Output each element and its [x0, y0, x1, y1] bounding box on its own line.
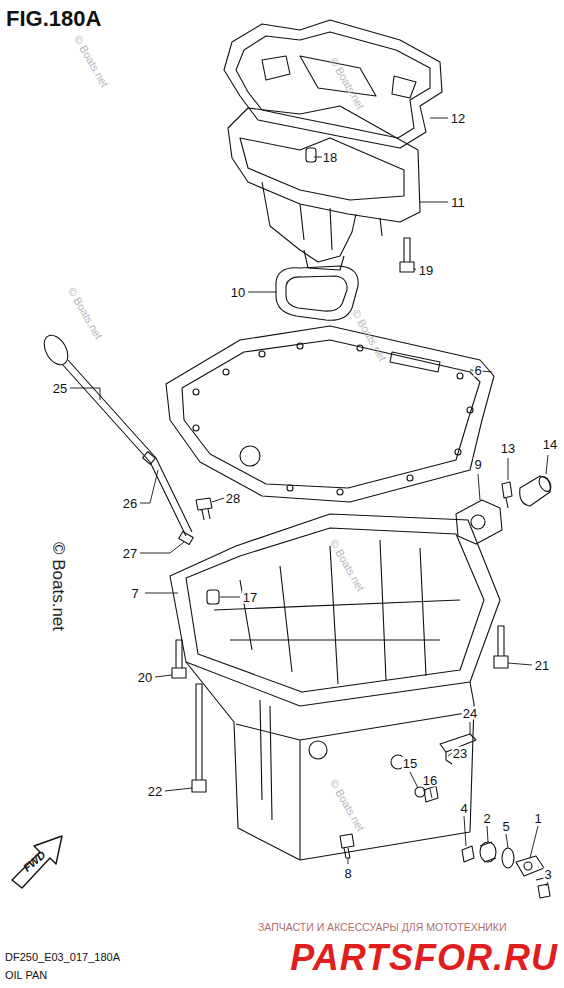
callout-number: 16: [422, 774, 438, 787]
watermark: © Boats.net: [328, 56, 366, 111]
callout-number: 28: [225, 492, 241, 505]
watermark: © Boats.net: [66, 286, 104, 341]
callout-number: 11: [450, 196, 466, 209]
callout-number: 4: [459, 802, 468, 815]
callout-number: 22: [147, 785, 163, 798]
callout-number: 3: [543, 868, 552, 881]
callout-number: 17: [242, 591, 258, 604]
callout-number: 5: [501, 820, 510, 833]
callout-number: 1: [533, 812, 542, 825]
callout-number: 19: [418, 264, 434, 277]
callout-number: 6: [473, 364, 482, 377]
callout-number: 2: [482, 812, 491, 825]
callout-number: 23: [452, 747, 468, 760]
watermark: © Boats.net: [328, 538, 366, 593]
callout-number: 13: [500, 442, 516, 455]
watermark: © Boats.net: [328, 778, 366, 833]
shop-logo: PARTSFOR.RU: [290, 940, 558, 976]
callout-number: 15: [402, 757, 418, 770]
callout-number: 25: [52, 382, 68, 395]
figure-title: FIG.180A: [6, 8, 101, 30]
callout-number: 14: [542, 438, 558, 451]
watermark: © Boats.net: [350, 308, 388, 363]
callout-number: 9: [473, 458, 482, 471]
callout-number: 12: [450, 112, 466, 125]
callout-number: 21: [534, 659, 550, 672]
callout-number: 10: [230, 286, 246, 299]
watermark: © Boats.net: [72, 34, 110, 89]
shop-slogan: ЗАПЧАСТИ И АКСЕССУАРЫ ДЛЯ МОТОТЕХНИКИ: [258, 922, 506, 933]
callout-number: 18: [322, 151, 338, 164]
fwd-arrow-label: FWD: [21, 849, 47, 874]
drawing-caption: OIL PAN: [5, 970, 47, 981]
drawing-code: DF250_E03_017_180A: [5, 952, 120, 963]
watermark-vertical: © Boats.net: [50, 542, 67, 631]
callout-number: 8: [343, 867, 352, 880]
callout-number: 20: [137, 671, 153, 684]
callout-number: 27: [122, 547, 138, 560]
callout-number: 24: [462, 707, 478, 720]
callout-number: 7: [130, 587, 139, 600]
callout-number: 26: [122, 497, 138, 510]
